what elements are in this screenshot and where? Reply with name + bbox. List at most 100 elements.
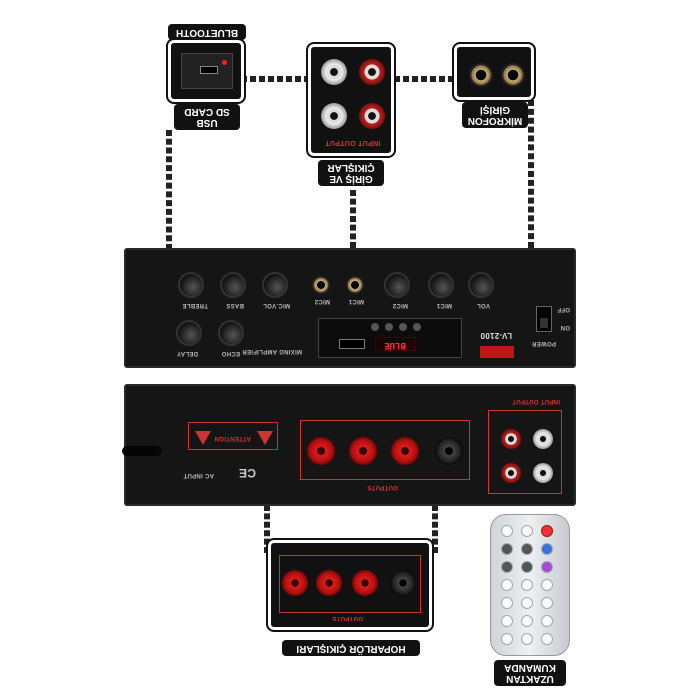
input-output-label: GİRİŞ VE ÇIKIŞLAR: [318, 160, 384, 186]
power-switch: [536, 306, 552, 332]
front-panel-content: POWER ON OFF LV-2100 VOL MIC1 MIC2 MIC1 …: [126, 250, 574, 366]
remote-button: [541, 615, 553, 627]
mic-input-label: MİKROFON GİRİŞİ: [462, 102, 528, 128]
input-output-label-text: GİRİŞ VE ÇIKIŞLAR: [327, 162, 375, 184]
rca-jack: [359, 103, 385, 129]
remote-button: [541, 561, 553, 573]
remote-button: [501, 615, 513, 627]
knob-label: BASS: [226, 302, 244, 308]
speaker-terminal: [282, 570, 308, 596]
usb-port-icon: [339, 339, 365, 349]
knob-icon: [218, 320, 244, 346]
media-button: [413, 323, 421, 331]
rear-panel-content: INPUT OUTPUT OUTPUTS ATTENTION CE AC INP…: [122, 386, 574, 504]
mic-callout: [452, 42, 536, 102]
input-output-callout: INPUT OUTPUT: [306, 42, 396, 158]
speaker-outputs-callout: OUTPUTS: [266, 538, 434, 632]
knob-label: ECHO: [221, 350, 240, 356]
front-panel: POWER ON OFF LV-2100 VOL MIC1 MIC2 MIC1 …: [124, 248, 576, 368]
remote-button: [541, 597, 553, 609]
connector-line: [432, 505, 438, 553]
rca-jack: [533, 463, 553, 483]
mic-jack: [469, 63, 493, 87]
remote-button: [541, 579, 553, 591]
outputs-label: OUTPUTS: [367, 484, 398, 490]
model-label: LV-2100: [480, 331, 512, 340]
remote-label-text: UZAKTAN KUMANDA: [504, 662, 556, 684]
knob-label: MIC2: [392, 302, 408, 308]
on-label: ON: [560, 324, 570, 330]
remote-button: [521, 597, 533, 609]
mic-jack: [501, 63, 525, 87]
knob-icon: [262, 272, 288, 298]
usb-sd-module: [181, 53, 233, 89]
ac-input-label: AC INPUT: [183, 472, 214, 478]
speaker-terminal: [391, 437, 419, 465]
remote-label: UZAKTAN KUMANDA: [494, 660, 566, 686]
warning-label: ATTENTION: [214, 435, 251, 441]
connector-line: [394, 76, 454, 82]
knob-icon: [178, 272, 204, 298]
speaker-terminal: [316, 570, 342, 596]
outputs-label: OUTPUTS: [332, 615, 363, 621]
knob-icon: [384, 272, 410, 298]
remote-button: [541, 543, 553, 555]
usb-sd-callout: [166, 38, 246, 104]
brand-mark: MIXING AMPLIFIER: [242, 348, 302, 354]
knob-icon: [176, 320, 202, 346]
speaker-terminal: [349, 437, 377, 465]
brand-logo-icon: [480, 346, 514, 358]
warning-icon: [195, 431, 211, 445]
knob-label: MIC1: [436, 302, 452, 308]
speaker-outputs-label: HOPARLÖR ÇIKIŞLARI: [282, 640, 420, 656]
connector-line: [350, 190, 356, 248]
remote-button: [541, 633, 553, 645]
rca-jack: [321, 59, 347, 85]
remote-button: [521, 579, 533, 591]
speaker-callout-content: OUTPUTS: [271, 543, 429, 627]
input-output-text: INPUT OUTPUT: [325, 139, 381, 146]
io-block: [488, 410, 562, 494]
usb-sd-label: USB SD CARD: [174, 104, 240, 130]
rca-jack: [321, 103, 347, 129]
knob-label: MIC.VOL: [262, 302, 290, 308]
mic-jack: [346, 276, 364, 294]
usb-sd-label-text: USB SD CARD: [184, 106, 230, 128]
knob-icon: [220, 272, 246, 298]
off-label: OFF: [557, 306, 570, 312]
connector-line: [166, 130, 172, 250]
knob-label: DELAY: [176, 350, 198, 356]
remote-control: [490, 514, 570, 656]
rca-jack: [501, 463, 521, 483]
knob-icon: [428, 272, 454, 298]
speaker-terminal: [307, 437, 335, 465]
remote-button: [521, 633, 533, 645]
power-cable-icon: [122, 446, 162, 456]
led-icon: [222, 60, 227, 65]
speaker-terminal: [435, 437, 463, 465]
bluetooth-label: BLUETOOTH: [168, 24, 246, 40]
speaker-terminal: [390, 570, 416, 596]
remote-button: [501, 597, 513, 609]
ce-mark: CE: [238, 466, 256, 480]
remote-button: [521, 525, 533, 537]
connector-line: [528, 100, 534, 248]
remote-button: [501, 561, 513, 573]
remote-buttons: [497, 519, 565, 653]
remote-button: [501, 525, 513, 537]
remote-button: [521, 615, 533, 627]
speaker-terminal-block: [300, 420, 470, 480]
media-module: BLUE: [318, 318, 462, 358]
knob-icon: [468, 272, 494, 298]
mic-input-label-text: MİKROFON GİRİŞİ: [467, 104, 523, 126]
remote-button: [501, 579, 513, 591]
remote-button: [541, 525, 553, 537]
media-button: [399, 323, 407, 331]
warning-sticker: ATTENTION: [188, 422, 278, 450]
input-output-text: INPUT OUTPUT: [512, 398, 560, 404]
connector-line: [264, 505, 270, 553]
speaker-terminal: [352, 570, 378, 596]
power-label: POWER: [531, 340, 556, 346]
remote-button: [521, 561, 533, 573]
